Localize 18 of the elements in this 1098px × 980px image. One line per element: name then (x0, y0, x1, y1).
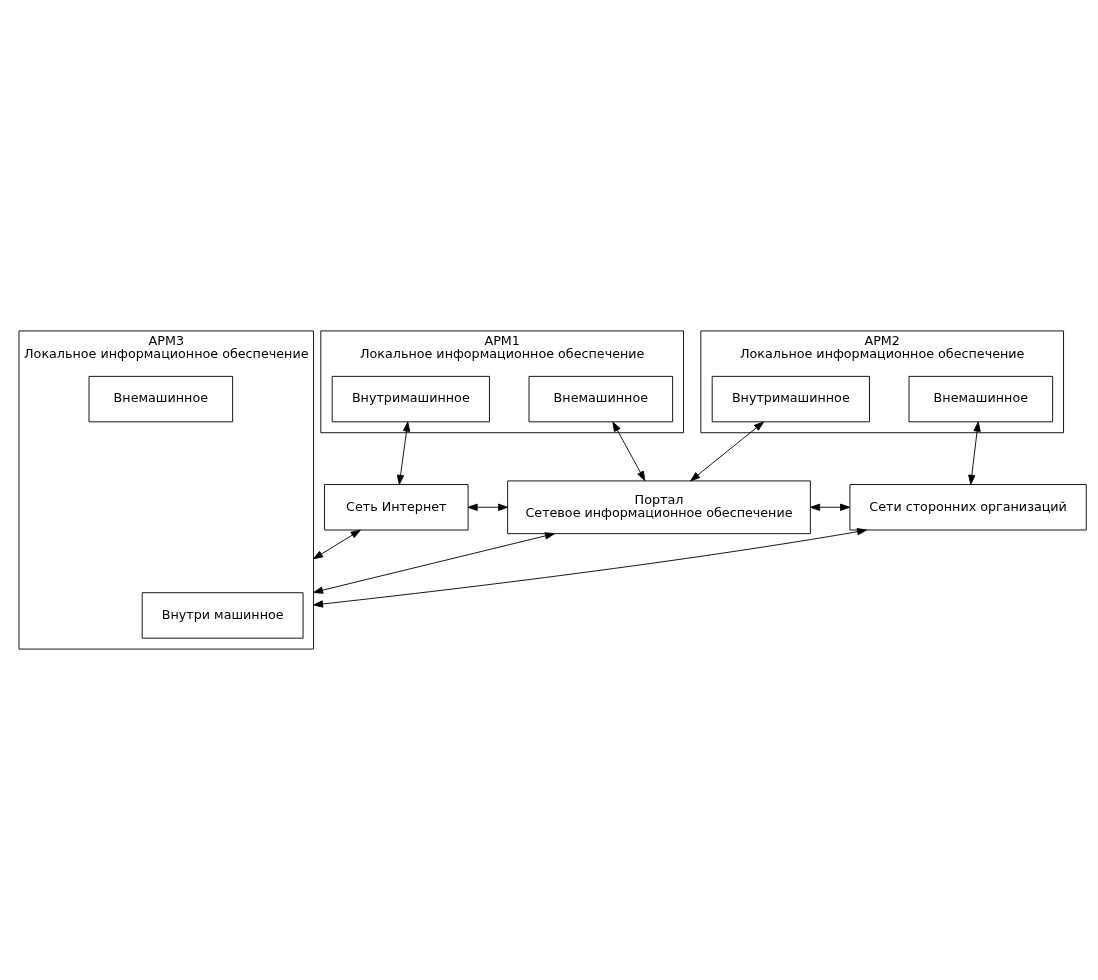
node-box: Внутримашинное (331, 375, 490, 423)
arrow (968, 421, 981, 485)
arrow (690, 421, 764, 482)
arrow (467, 503, 509, 511)
node-box: Внемашинное (908, 375, 1054, 423)
arrow (313, 528, 867, 608)
node-box: Внемашинное (528, 375, 674, 423)
node-box: Портал Сетевое информационное обеспечение (507, 480, 811, 535)
node-box: Сети сторонних организаций (849, 484, 1087, 531)
node-box: Сеть Интернет (324, 484, 469, 531)
arrow (313, 532, 555, 594)
arrow (396, 421, 411, 485)
arrow (313, 529, 361, 560)
node-box: Внутримашинное (711, 375, 870, 423)
arrow (810, 503, 851, 511)
node-box: Внемашинное (88, 375, 234, 423)
node-box: Внутри машинное (141, 592, 304, 639)
arrow (612, 421, 646, 482)
